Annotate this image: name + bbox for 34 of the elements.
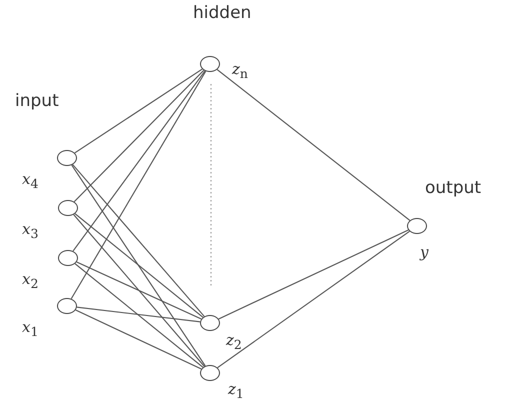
neuron-circle xyxy=(58,250,78,266)
variable-label: z$_{n}$ xyxy=(232,62,248,80)
variable-label: x$_{1}$ xyxy=(22,320,38,338)
layer-heading: input xyxy=(15,93,59,110)
neuron-circle xyxy=(200,365,220,381)
connection-line xyxy=(217,230,410,368)
connection-line xyxy=(216,69,410,221)
variable-label: y xyxy=(420,245,428,260)
neuron-circle xyxy=(407,218,427,234)
neuron-circle xyxy=(57,298,77,314)
layer-heading: hidden xyxy=(193,5,252,22)
connection-line xyxy=(76,261,202,320)
connection-line xyxy=(72,164,205,317)
neuron-circle xyxy=(200,315,220,331)
connection-line xyxy=(74,70,204,202)
connection-line xyxy=(71,164,206,366)
neuron-circle xyxy=(57,150,77,166)
variable-label: x$_{3}$ xyxy=(22,222,38,240)
connection-line xyxy=(72,70,206,252)
connection-line xyxy=(76,306,200,322)
connection-line xyxy=(75,310,202,370)
variable-label: x$_{4}$ xyxy=(22,172,38,190)
connection-line xyxy=(74,213,204,318)
connection-line xyxy=(73,214,205,367)
connection-line xyxy=(218,230,409,320)
connection-line xyxy=(70,70,206,300)
variable-label: z$_{2}$ xyxy=(226,333,242,352)
connection-line xyxy=(74,68,203,154)
neuron-circle xyxy=(58,200,78,216)
connection-line xyxy=(74,263,204,368)
neuron-circle xyxy=(200,56,220,72)
variable-label: z$_{1}$ xyxy=(228,382,244,400)
variable-label: x$_{2}$ xyxy=(22,272,38,290)
layer-heading: output xyxy=(425,180,482,197)
